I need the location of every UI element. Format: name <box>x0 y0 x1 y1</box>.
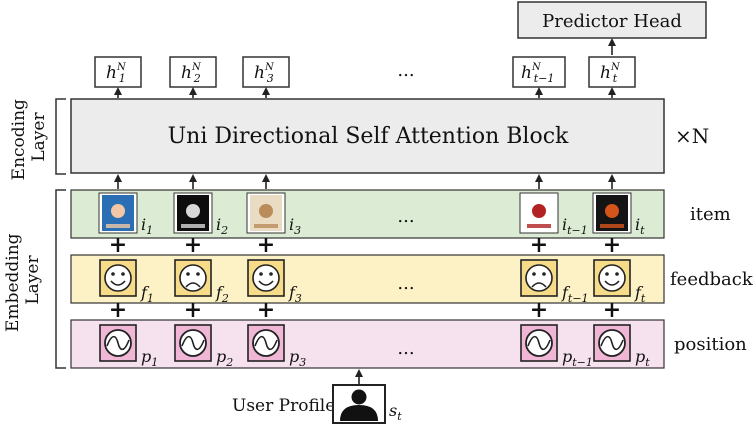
item-label: i1 <box>141 215 153 237</box>
row-label-feedback: feedback <box>670 269 754 290</box>
plus-sign: + <box>530 297 548 323</box>
position-label: p1 <box>141 347 158 369</box>
row-label-item: item <box>690 204 731 225</box>
feedback-label: f1 <box>140 283 154 305</box>
item-label: i3 <box>289 215 301 237</box>
ellipsis-position: ... <box>397 338 414 359</box>
item-poster-icon <box>592 192 632 234</box>
feedback-row <box>70 254 665 304</box>
item-poster-icon <box>98 192 138 234</box>
embedding-layer-label: Embedding Layer <box>3 228 43 332</box>
hidden-state-box <box>169 56 217 88</box>
feedback-label: ft−1 <box>561 283 589 305</box>
hidden-state-box <box>512 56 566 88</box>
item-poster-icon <box>173 192 213 234</box>
plus-sign: + <box>530 232 548 258</box>
sad-face-icon <box>174 259 212 297</box>
user-avatar-body <box>340 405 378 421</box>
position-row <box>70 319 665 369</box>
ellipsis-hidden: ... <box>397 60 414 81</box>
sad-face-icon <box>520 259 558 297</box>
feedback-label: f2 <box>215 283 229 305</box>
hidden-state-box <box>94 56 142 88</box>
encoding-bracket <box>55 98 66 175</box>
user-profile: User Profile st <box>232 369 402 424</box>
user-avatar-head <box>351 389 367 405</box>
position-label: p3 <box>289 347 306 369</box>
item-row <box>70 189 665 239</box>
sine-wave-icon <box>520 324 558 362</box>
smiley-face-icon <box>593 259 631 297</box>
attention-block-label: Uni Directional Self Attention Block <box>168 124 569 149</box>
user-profile-label: User Profile <box>232 396 335 416</box>
ellipsis-feedback: ... <box>397 273 414 294</box>
item-label: i2 <box>216 215 228 237</box>
attention-block <box>70 98 665 174</box>
sine-wave-icon <box>593 324 631 362</box>
sine-wave-icon <box>247 324 285 362</box>
embedding-bracket <box>55 189 66 369</box>
smiley-face-icon <box>247 259 285 297</box>
position-label: pt−1 <box>562 347 593 369</box>
user-state-label: st <box>389 401 402 423</box>
plus-sign: + <box>603 232 621 258</box>
row-label-position: position <box>674 334 747 355</box>
position-label: p2 <box>216 347 233 369</box>
smiley-face-icon <box>99 259 137 297</box>
plus-sign: + <box>184 297 202 323</box>
sine-wave-icon <box>99 324 137 362</box>
plus-sign: + <box>257 232 275 258</box>
ellipsis-item: ... <box>397 206 414 227</box>
plus-sign: + <box>109 297 127 323</box>
plus-sign: + <box>184 232 202 258</box>
sequence-columns: i1 + f1 + p1 i2 + f2 + p2 i3 + f3 + p3 it−1 + ft−1 + pt−1 it… <box>98 174 650 369</box>
item-label: it <box>635 215 645 237</box>
encoding-layer-label: Encoding Layer <box>9 94 49 181</box>
hidden-state-box <box>588 56 636 88</box>
plus-sign: + <box>603 297 621 323</box>
item-poster-icon <box>246 192 286 234</box>
item-poster-icon <box>519 192 559 234</box>
plus-sign: + <box>109 232 127 258</box>
position-label: pt <box>635 347 650 369</box>
feedback-label: ft <box>634 283 646 305</box>
sine-wave-icon <box>174 324 212 362</box>
predictor-head-box <box>517 1 707 39</box>
feedback-label: f3 <box>288 283 302 305</box>
item-label: it−1 <box>562 215 588 237</box>
repeat-label: ×N <box>675 124 709 148</box>
predictor-head-label: Predictor Head <box>542 11 682 32</box>
plus-sign: + <box>257 297 275 323</box>
